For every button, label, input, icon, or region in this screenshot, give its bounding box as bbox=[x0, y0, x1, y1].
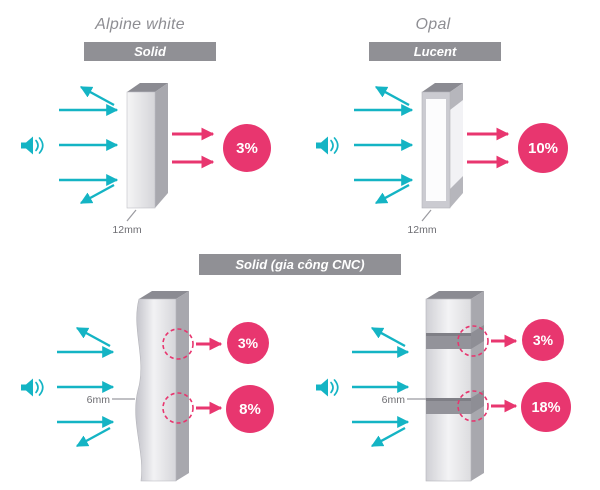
diagram-solid: 12mm 3% bbox=[21, 83, 271, 236]
thickness-label: 6mm bbox=[382, 394, 426, 406]
transmitted-arrows bbox=[467, 127, 510, 169]
diagram-cnc-wave: 6mm 3% 8% bbox=[21, 291, 274, 482]
speaker-icon bbox=[21, 378, 44, 397]
reflected-arrow-top bbox=[374, 85, 410, 107]
diagram-lucent: 12mm 10% bbox=[316, 83, 568, 236]
percent-bubble-bottom: 18% bbox=[521, 382, 571, 432]
panel-solid bbox=[126, 83, 168, 209]
svg-text:8%: 8% bbox=[239, 401, 261, 418]
reflected-arrow-bottom bbox=[75, 426, 111, 448]
measure-spots bbox=[457, 325, 489, 422]
percent-bubble: 3% bbox=[223, 124, 271, 172]
transmitted-arrows bbox=[172, 127, 215, 169]
incident-sound-arrows bbox=[59, 85, 119, 205]
reflected-arrow-top bbox=[370, 326, 406, 348]
speaker-icon bbox=[21, 136, 44, 155]
svg-text:3%: 3% bbox=[236, 140, 258, 157]
panel-cnc-slats bbox=[425, 291, 484, 482]
incident-sound-arrows bbox=[352, 326, 410, 448]
badge-solid: Solid bbox=[84, 42, 216, 61]
svg-text:6mm: 6mm bbox=[382, 394, 406, 406]
panel-title-opal: Opal bbox=[415, 16, 451, 33]
thickness-label: 12mm bbox=[112, 209, 142, 236]
badge-solid-cnc: Solid (gia công CNC) bbox=[199, 254, 401, 275]
speaker-icon bbox=[316, 136, 339, 155]
incident-sound-arrows bbox=[354, 85, 414, 205]
panel-lucent bbox=[421, 83, 463, 209]
panel-cnc-wave bbox=[135, 291, 189, 482]
svg-text:18%: 18% bbox=[531, 400, 560, 416]
svg-text:3%: 3% bbox=[533, 332, 554, 348]
measure-spots bbox=[162, 328, 194, 424]
reflected-arrow-bottom bbox=[374, 183, 410, 205]
percent-bubble: 10% bbox=[518, 123, 568, 173]
svg-text:3%: 3% bbox=[238, 335, 259, 351]
transmitted-arrows bbox=[196, 337, 223, 415]
transmitted-arrows bbox=[491, 334, 518, 413]
svg-text:12mm: 12mm bbox=[112, 224, 141, 236]
panel-title-alpine-white: Alpine white bbox=[95, 16, 185, 33]
percent-bubble-bottom: 8% bbox=[226, 385, 274, 433]
thickness-label: 6mm bbox=[87, 394, 135, 406]
svg-text:6mm: 6mm bbox=[87, 394, 111, 406]
percent-bubble-top: 3% bbox=[227, 322, 269, 364]
badge-lucent: Lucent bbox=[369, 42, 501, 61]
diagram-cnc-slats: 6mm 3% 18% bbox=[316, 291, 571, 482]
reflected-arrow-top bbox=[79, 85, 115, 107]
percent-bubble-top: 3% bbox=[522, 319, 564, 361]
speaker-icon bbox=[316, 378, 339, 397]
incident-sound-arrows bbox=[57, 326, 115, 448]
reflected-arrow-top bbox=[75, 326, 111, 348]
reflected-arrow-bottom bbox=[370, 426, 406, 448]
reflected-arrow-bottom bbox=[79, 183, 115, 205]
svg-text:12mm: 12mm bbox=[407, 224, 436, 236]
svg-text:10%: 10% bbox=[528, 140, 558, 157]
thickness-label: 12mm bbox=[407, 209, 437, 236]
